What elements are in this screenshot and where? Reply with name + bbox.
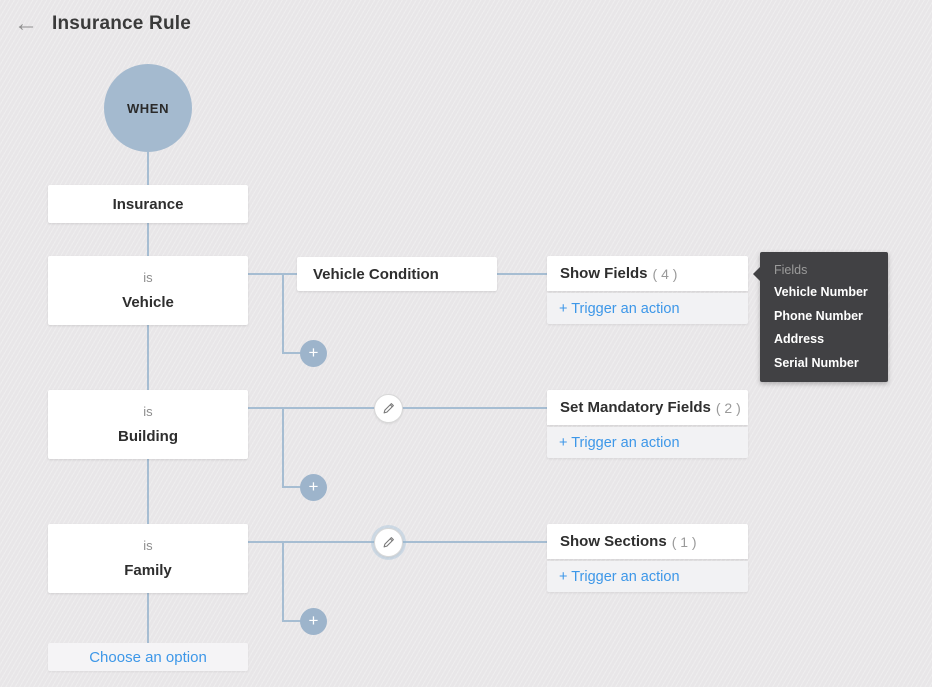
back-arrow-icon[interactable]: ← bbox=[14, 10, 38, 37]
connector-line bbox=[248, 273, 297, 275]
connector-line bbox=[282, 486, 304, 488]
action-card-show-fields[interactable]: Show Fields ( 4 ) bbox=[547, 256, 748, 291]
page-title: Insurance Rule bbox=[52, 13, 192, 34]
tooltip-field-item: Serial Number bbox=[774, 355, 859, 370]
fields-tooltip: Fields Vehicle Number Phone Number Addre… bbox=[753, 252, 888, 382]
action-group-set-mandatory: Set Mandatory Fields ( 2 ) + Trigger an … bbox=[547, 390, 748, 458]
condition-card-building[interactable]: is Building bbox=[48, 390, 248, 459]
add-criteria-button[interactable]: + bbox=[300, 474, 327, 501]
condition-card-family[interactable]: is Family bbox=[48, 524, 248, 593]
tooltip-title: Fields bbox=[774, 263, 808, 277]
condition-operator: is bbox=[143, 404, 153, 419]
condition-value: Vehicle bbox=[122, 294, 174, 311]
action-group-show-fields: Show Fields ( 4 ) + Trigger an action bbox=[547, 256, 748, 324]
trigger-action-link[interactable]: + Trigger an action bbox=[547, 293, 748, 324]
add-criteria-button[interactable]: + bbox=[300, 340, 327, 367]
criteria-card-vehicle-condition[interactable]: Vehicle Condition bbox=[297, 257, 497, 291]
condition-operator: is bbox=[143, 538, 153, 553]
connector-line bbox=[282, 352, 304, 354]
condition-value: Family bbox=[124, 562, 172, 579]
connector-line bbox=[147, 325, 149, 390]
pencil-icon bbox=[381, 535, 396, 550]
pencil-icon bbox=[381, 401, 396, 416]
connector-line bbox=[147, 459, 149, 524]
condition-operator: is bbox=[143, 270, 153, 285]
action-group-show-sections: Show Sections ( 1 ) + Trigger an action bbox=[547, 524, 748, 592]
action-count: ( 4 ) bbox=[652, 265, 678, 282]
edit-criteria-button[interactable] bbox=[374, 394, 403, 423]
trigger-action-link[interactable]: + Trigger an action bbox=[547, 561, 748, 592]
action-label: Set Mandatory Fields bbox=[560, 399, 711, 416]
condition-value: Building bbox=[118, 428, 178, 445]
add-criteria-button[interactable]: + bbox=[300, 608, 327, 635]
connector-line bbox=[147, 223, 149, 256]
action-count: ( 2 ) bbox=[715, 399, 741, 416]
connector-line bbox=[282, 541, 284, 621]
when-node[interactable]: WHEN bbox=[104, 64, 192, 152]
action-count: ( 1 ) bbox=[671, 533, 697, 550]
condition-card-vehicle[interactable]: is Vehicle bbox=[48, 256, 248, 325]
connector-line bbox=[497, 273, 547, 275]
connector-line bbox=[147, 152, 149, 185]
connector-line bbox=[282, 407, 284, 487]
header: ← Insurance Rule bbox=[14, 12, 191, 36]
connector-line bbox=[282, 273, 284, 353]
tooltip-field-item: Phone Number bbox=[774, 308, 863, 323]
action-card-set-mandatory[interactable]: Set Mandatory Fields ( 2 ) bbox=[547, 390, 748, 425]
edit-criteria-button[interactable] bbox=[374, 528, 403, 557]
connector-line bbox=[282, 620, 304, 622]
tooltip-field-item: Vehicle Number bbox=[774, 285, 868, 299]
action-label: Show Fields bbox=[560, 265, 648, 282]
root-field-card[interactable]: Insurance bbox=[48, 185, 248, 223]
choose-an-option-button[interactable]: Choose an option bbox=[48, 643, 248, 671]
action-card-show-sections[interactable]: Show Sections ( 1 ) bbox=[547, 524, 748, 559]
connector-line bbox=[147, 593, 149, 643]
trigger-action-link[interactable]: + Trigger an action bbox=[547, 427, 748, 458]
action-label: Show Sections bbox=[560, 533, 667, 550]
tooltip-field-item: Address bbox=[774, 332, 825, 346]
